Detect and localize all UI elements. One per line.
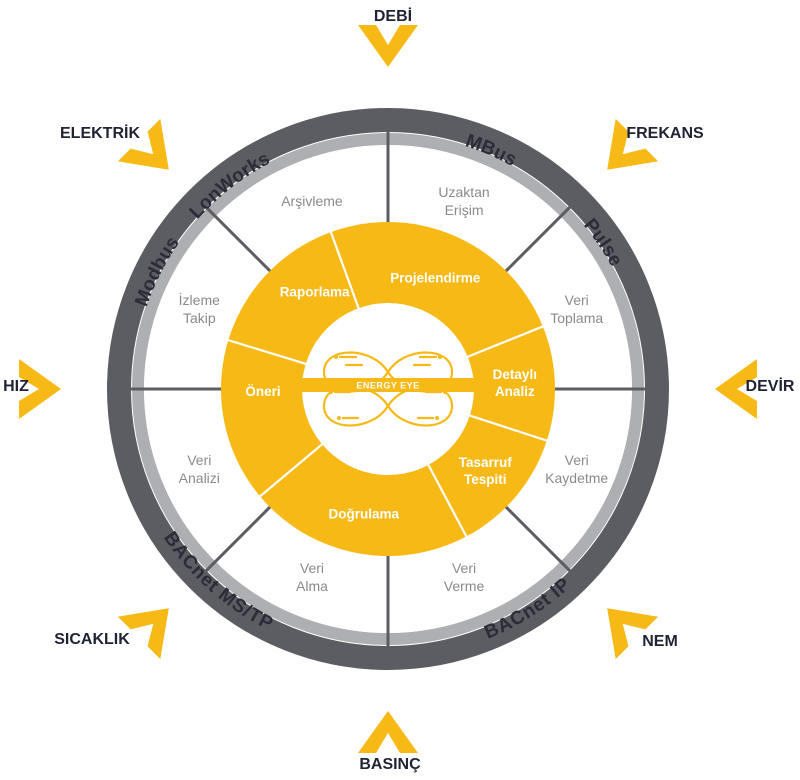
measurement-markers: DEBİ FREKANS DEVİR NEM BASINÇ SICAKLIK HIZ ELEK… (3, 7, 795, 773)
measurement-label: DEVİR (746, 377, 795, 395)
chevron-icon (607, 608, 659, 660)
service-divider (203, 501, 276, 574)
measurement-label: ELEKTRİK (60, 124, 140, 142)
measurement-label: FREKANS (626, 125, 704, 142)
service-label-line: Uzaktan (438, 184, 489, 200)
service-label-line: Toplama (550, 310, 603, 326)
process-divider (227, 338, 308, 366)
chevron-icon (358, 711, 418, 753)
process-label-line: Tasarruf (459, 455, 513, 470)
service-label-line: Veri (565, 452, 589, 468)
measurement-debi: DEBİ (358, 7, 418, 67)
process-label-line: Raporlama (280, 285, 350, 300)
chevron-icon (715, 359, 757, 419)
measurement-frekans: FREKANS (607, 118, 704, 170)
measurement-elektrik: ELEKTRİK (60, 118, 169, 170)
service-label-line: Veri (300, 560, 324, 576)
measurement-label: BASINÇ (359, 756, 421, 773)
measurement-sicaklik: SICAKLIK (54, 608, 169, 660)
process-dividers (227, 230, 549, 538)
service-label-line: Takip (183, 310, 216, 326)
energy-eye-logo: ENERGY EYE (300, 351, 476, 427)
process-label-oneri: Öneri (245, 384, 280, 399)
chevron-icon (117, 118, 169, 170)
service-divider (500, 204, 573, 277)
measurement-label: NEM (642, 633, 678, 650)
process-label-projelendirme: Projelendirme (390, 271, 481, 286)
service-divider (203, 204, 276, 277)
service-label-line: Analizi (179, 470, 220, 486)
chevron-icon (607, 118, 659, 170)
chevron-icon (19, 359, 61, 419)
service-label-line: Veri (187, 452, 211, 468)
measurement-label: HIZ (3, 378, 29, 395)
process-divider (258, 442, 325, 498)
chevron-icon (117, 608, 169, 660)
service-label-line: Alma (296, 578, 328, 594)
measurement-hiz: HIZ (3, 359, 61, 419)
process-divider (329, 230, 361, 311)
process-label-line: Öneri (245, 384, 280, 399)
service-label-line: Verme (444, 578, 485, 594)
measurement-label: DEBİ (374, 7, 412, 25)
measurement-devir: DEVİR (715, 359, 795, 419)
process-label-dogrulama: Doğrulama (329, 507, 400, 522)
service-label-arsivleme: Arşivleme (281, 193, 343, 209)
process-label-raporlama: Raporlama (280, 285, 350, 300)
chevron-icon (358, 25, 418, 67)
logo-band (300, 378, 476, 392)
service-dividers (128, 129, 648, 649)
process-label-line: Tespiti (464, 472, 507, 487)
service-label-line: Veri (565, 292, 589, 308)
service-divider (500, 501, 573, 574)
service-label-line: Erişim (445, 202, 484, 218)
logo-text: ENERGY EYE (356, 381, 419, 391)
outer-ring-dark (107, 108, 669, 670)
process-label-line: Analiz (495, 384, 535, 399)
measurement-basinc: BASINÇ (358, 711, 421, 773)
measurement-nem: NEM (607, 608, 678, 660)
process-label-line: Projelendirme (390, 271, 481, 286)
process-divider (465, 325, 545, 359)
measurement-label: SICAKLIK (54, 631, 130, 648)
service-label-line: Kaydetme (545, 470, 608, 486)
service-label-line: Arşivleme (281, 193, 343, 209)
process-divider (426, 462, 468, 538)
process-label-line: Detaylı (493, 367, 537, 382)
service-label-line: Veri (452, 560, 476, 576)
service-label-line: İzleme (179, 291, 220, 308)
process-divider (467, 413, 549, 442)
process-label-line: Doğrulama (329, 507, 400, 522)
